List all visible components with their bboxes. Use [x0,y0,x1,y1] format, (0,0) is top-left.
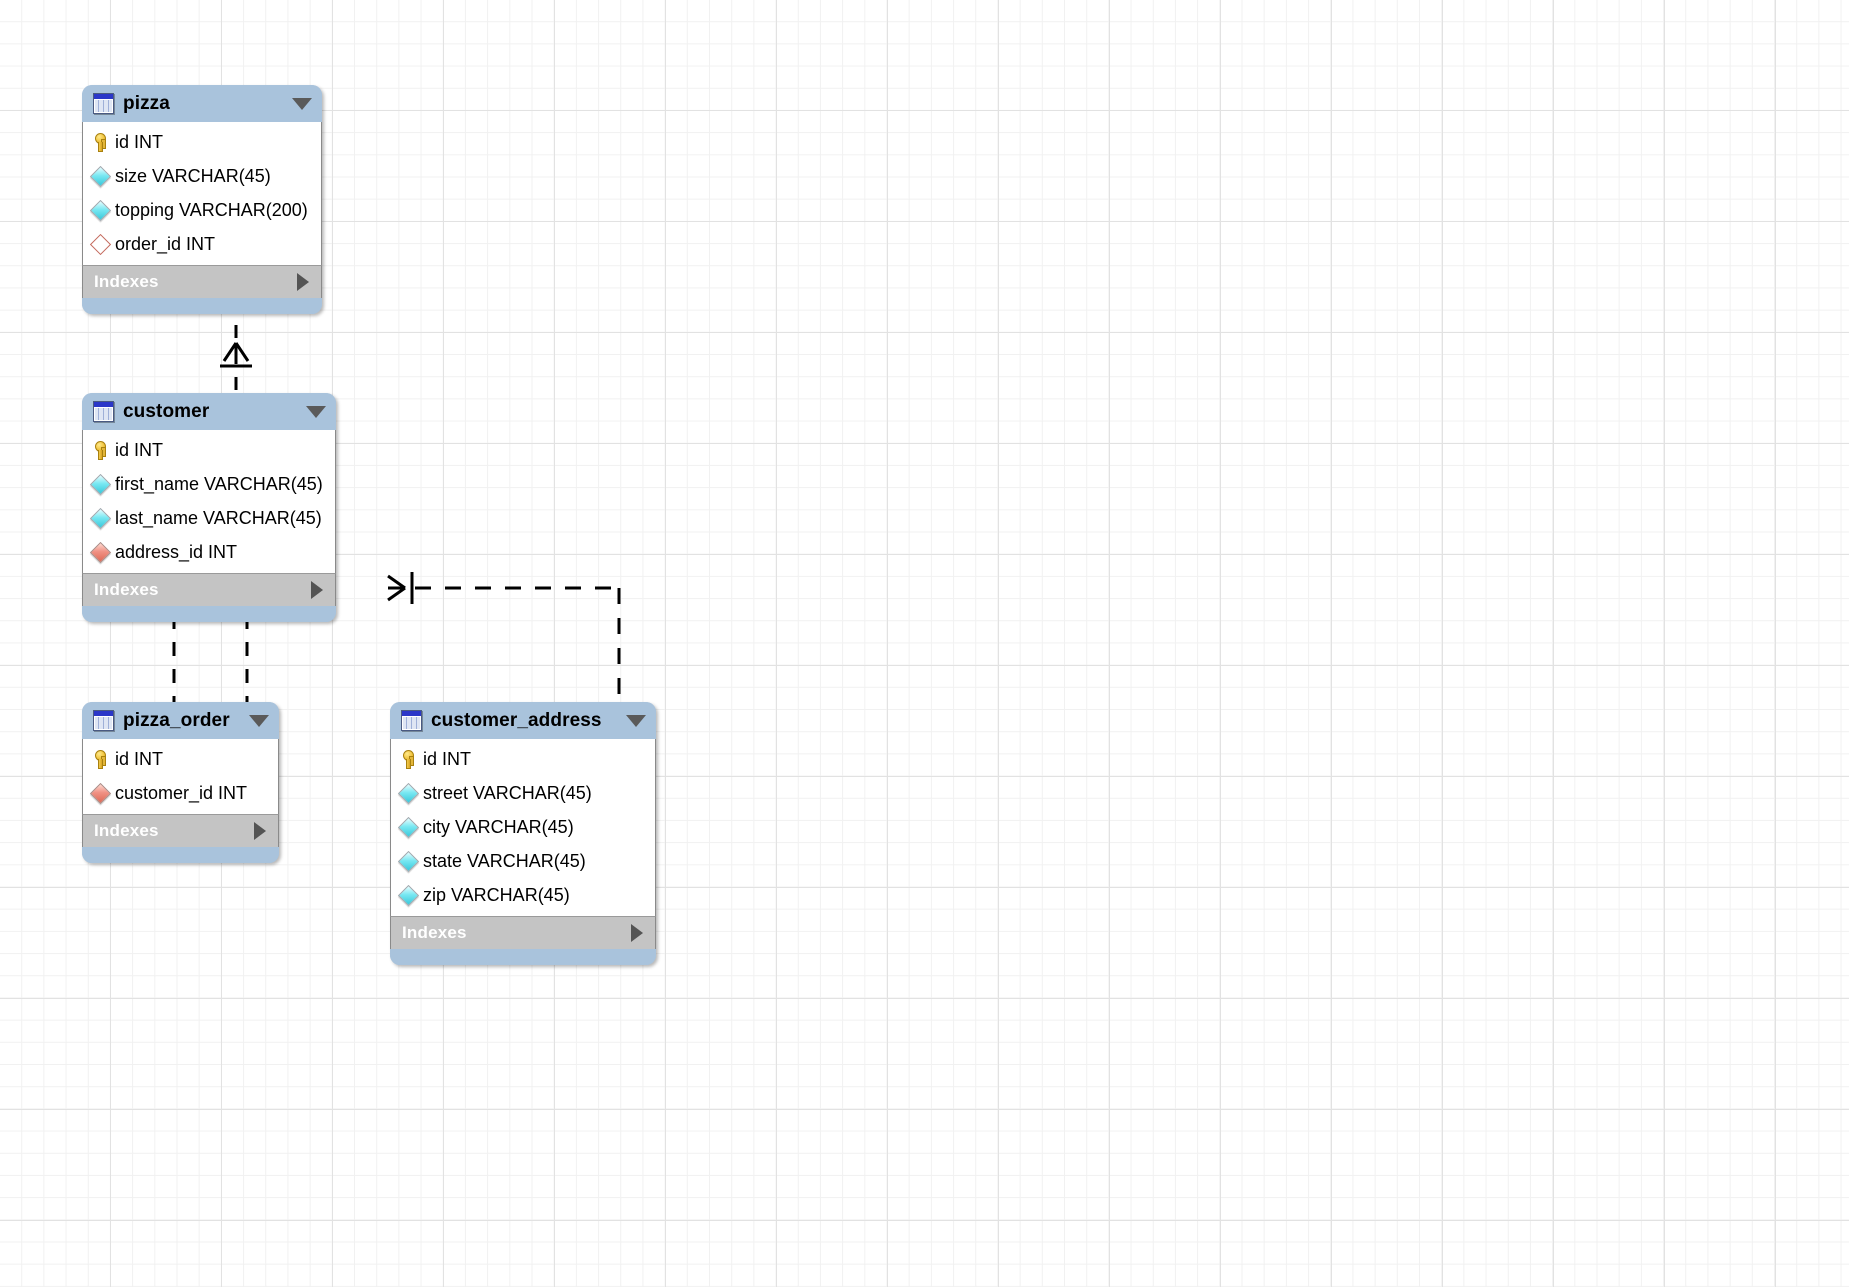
table-footer [82,606,336,622]
table-icon [93,93,114,114]
column-row[interactable]: id INT [83,433,335,467]
table-name: pizza [123,92,170,114]
table-footer [390,949,656,965]
table-columns-customer_address: id INT street VARCHAR(45) city VARCHAR(4… [390,739,656,916]
primary-key-icon [93,440,108,460]
column-label: address_id INT [115,541,238,562]
column-label: zip VARCHAR(45) [423,884,570,905]
indexes-section-pizza_order[interactable]: Indexes [82,814,279,847]
column-icon [89,199,112,221]
indexes-label: Indexes [94,821,159,840]
primary-key-icon [93,132,108,152]
foreign-key-nullable-icon [89,233,112,255]
column-row[interactable]: order_id INT [83,227,321,261]
column-row[interactable]: street VARCHAR(45) [391,776,655,810]
indexes-section-customer_address[interactable]: Indexes [390,916,656,949]
column-icon [89,473,112,495]
table-figure-customer[interactable]: customer id INT first_name VARCHAR(45) l… [82,393,336,622]
chevron-right-icon[interactable] [311,581,323,599]
table-header-pizza[interactable]: pizza [82,85,322,122]
table-name: customer_address [431,709,602,731]
primary-key-icon [401,749,416,769]
column-row[interactable]: id INT [83,125,321,159]
chevron-down-icon[interactable] [249,714,269,727]
table-columns-customer: id INT first_name VARCHAR(45) last_name … [82,430,336,573]
table-columns-pizza_order: id INT customer_id INT [82,739,279,814]
column-label: id INT [115,439,164,460]
crowsfoot-many-customer [387,572,414,604]
column-row[interactable]: id INT [83,742,278,776]
column-row[interactable]: first_name VARCHAR(45) [83,467,335,501]
column-icon [397,782,420,804]
column-icon [397,816,420,838]
table-name: customer [123,400,210,422]
column-row[interactable]: id INT [391,742,655,776]
table-header-customer_address[interactable]: customer_address [390,702,656,739]
table-figure-customer_address[interactable]: customer_address id INT street VARCHAR(4… [390,702,656,965]
primary-key-icon [93,749,108,769]
chevron-down-icon[interactable] [626,714,646,727]
foreign-key-icon [89,782,112,804]
column-row[interactable]: state VARCHAR(45) [391,844,655,878]
chevron-down-icon[interactable] [292,97,312,110]
table-footer [82,847,279,863]
crowsfoot-many-pizza [220,342,252,368]
column-label: first_name VARCHAR(45) [115,473,323,494]
column-row[interactable]: topping VARCHAR(200) [83,193,321,227]
column-label: topping VARCHAR(200) [115,199,308,220]
column-row[interactable]: last_name VARCHAR(45) [83,501,335,535]
column-row[interactable]: city VARCHAR(45) [391,810,655,844]
indexes-section-customer[interactable]: Indexes [82,573,336,606]
table-figure-pizza[interactable]: pizza id INT size VARCHAR(45) topping VA… [82,85,322,314]
column-icon [89,507,112,529]
indexes-label: Indexes [402,923,467,942]
column-row[interactable]: size VARCHAR(45) [83,159,321,193]
indexes-label: Indexes [94,272,159,291]
foreign-key-icon [89,541,112,563]
column-row[interactable]: zip VARCHAR(45) [391,878,655,912]
column-row[interactable]: customer_id INT [83,776,278,810]
chevron-right-icon[interactable] [254,822,266,840]
column-icon [397,850,420,872]
table-icon [401,710,422,731]
chevron-right-icon[interactable] [631,924,643,942]
column-label: id INT [423,748,472,769]
column-label: id INT [115,131,164,152]
column-label: city VARCHAR(45) [423,816,574,837]
relationship-pizza-customer [220,325,252,393]
column-label: size VARCHAR(45) [115,165,271,186]
table-header-customer[interactable]: customer [82,393,336,430]
column-label: street VARCHAR(45) [423,782,592,803]
column-icon [89,165,112,187]
chevron-down-icon[interactable] [306,405,326,418]
indexes-section-pizza[interactable]: Indexes [82,265,322,298]
table-footer [82,298,322,314]
table-icon [93,401,114,422]
column-label: last_name VARCHAR(45) [115,507,322,528]
table-header-pizza_order[interactable]: pizza_order [82,702,279,739]
table-figure-pizza_order[interactable]: pizza_order id INT customer_id INT Index… [82,702,279,863]
column-icon [397,884,420,906]
column-label: customer_id INT [115,782,248,803]
column-row[interactable]: address_id INT [83,535,335,569]
chevron-right-icon[interactable] [297,273,309,291]
table-name: pizza_order [123,709,230,731]
indexes-label: Indexes [94,580,159,599]
column-label: id INT [115,748,164,769]
table-icon [93,710,114,731]
column-label: order_id INT [115,233,216,254]
column-label: state VARCHAR(45) [423,850,586,871]
table-columns-pizza: id INT size VARCHAR(45) topping VARCHAR(… [82,122,322,265]
